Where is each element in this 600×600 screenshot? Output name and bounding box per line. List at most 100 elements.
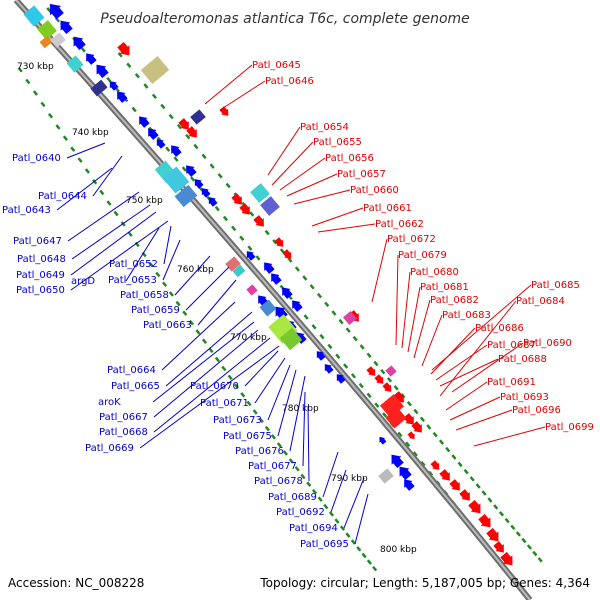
track-dot (475, 483, 481, 489)
map-title: Pseudoalteromonas atlantica T6c, complet… (100, 11, 470, 27)
gene-feature-block (23, 5, 45, 27)
gene-feature-block (37, 20, 57, 40)
track-dot (134, 241, 140, 248)
track-dot (201, 153, 207, 160)
track-dot (352, 335, 358, 342)
track-dot (526, 544, 532, 550)
forward-gene-arrow (407, 431, 415, 440)
track-dot (532, 550, 538, 557)
reverse-gene-arrow (49, 3, 64, 20)
forward-gene-label: Patl_0696 (512, 405, 561, 416)
reverse-gene-arrow (391, 454, 404, 469)
reverse-gene-label: Patl_0670 (190, 381, 239, 392)
track-dot (294, 266, 300, 272)
track-dot (356, 546, 362, 552)
forward-gene-label: Patl_0691 (487, 377, 536, 388)
forward-gene-arrow (253, 215, 264, 227)
reverse-gene-label: Patl_0673 (213, 415, 262, 426)
leader-line (162, 239, 181, 281)
track-dot (25, 78, 31, 85)
track-dot (537, 557, 543, 563)
forward-gene-arrow (478, 513, 491, 528)
accession-text: Accession: NC_008228 (8, 576, 144, 590)
forward-gene-label: Patl_0685 (531, 280, 580, 291)
track-dot (182, 310, 188, 316)
reverse-gene-arrow (148, 128, 159, 140)
forward-gene-label: Patl_0672 (387, 234, 436, 245)
reverse-gene-arrow (324, 364, 334, 374)
track-dot (380, 368, 386, 375)
track-dot (343, 363, 349, 369)
leader-line (413, 299, 431, 359)
track-dot (350, 373, 357, 379)
track-dot (222, 215, 229, 222)
track-dot (134, 72, 140, 79)
track-dot (227, 374, 233, 381)
reverse-gene-arrow (404, 479, 415, 491)
reverse-gene-labels: Patl_0640Patl_0644Patl_0643Patl_0647Patl… (2, 153, 349, 550)
gene-feature-block (378, 468, 394, 484)
track-dot (319, 333, 325, 340)
track-dot (504, 517, 510, 524)
track-dot (264, 229, 270, 236)
track-dot (151, 93, 157, 100)
track-dot (338, 318, 344, 325)
track-dot (106, 76, 112, 83)
reverse-gene-label: Patl_0675 (223, 431, 272, 442)
track-dot (311, 489, 318, 495)
track-dot (173, 156, 179, 162)
track-dot (106, 200, 112, 206)
reverse-gene-label: Patl_0676 (235, 446, 284, 457)
forward-gene-label: Patl_0655 (313, 137, 362, 148)
track-dot (225, 182, 231, 189)
leader-line (161, 301, 236, 371)
kbp-tick-label: 790 kbp (331, 474, 368, 484)
leader-line (421, 314, 443, 367)
track-dot (272, 239, 278, 245)
track-dot (162, 281, 168, 288)
track-dot (233, 383, 240, 389)
track-dot (309, 284, 315, 290)
reverse-gene-arrow (109, 81, 119, 91)
reverse-gene-label: Patl_0643 (2, 205, 51, 216)
leader-line (473, 426, 546, 447)
reverse-gene-arrow (264, 262, 275, 274)
track-dot (397, 431, 403, 438)
track-dot (302, 275, 308, 281)
kbp-tick-label: 730 kbp (17, 62, 54, 72)
track-dot (481, 490, 487, 496)
track-dot (62, 135, 68, 141)
track-dot (438, 439, 445, 445)
gene-feature-block (379, 394, 405, 418)
leader-line (307, 405, 310, 482)
track-dot (185, 133, 191, 140)
leader-line (289, 375, 306, 452)
reverse-gene-label: Patl_0692 (276, 507, 325, 518)
track-dot (264, 425, 270, 432)
reverse-gene-label: Patl_0665 (111, 381, 160, 392)
leader-line (267, 126, 301, 176)
track-dot (498, 511, 505, 517)
leader-line (153, 329, 259, 418)
reverse-gene-arrow (186, 165, 197, 177)
track-dot (303, 314, 309, 320)
track-dot (247, 245, 253, 251)
track-dot (77, 157, 83, 163)
reverse-gene-label: Patl_0677 (248, 461, 297, 472)
leader-line (254, 357, 286, 404)
reverse-gene-arrow (171, 145, 182, 157)
track-dot (426, 424, 432, 430)
forward-gene-arrow (231, 193, 242, 205)
track-dot (131, 106, 137, 113)
track-dot (405, 441, 411, 447)
reverse-gene-arrow (246, 251, 256, 261)
track-dot (339, 525, 346, 531)
track-dot (84, 168, 90, 174)
reverse-gene-arrow (379, 436, 387, 445)
reverse-gene-label: Patl_0664 (107, 365, 156, 376)
leader-line (430, 327, 476, 375)
track-dot (324, 301, 330, 308)
forward-gene-arrow (366, 366, 376, 376)
leader-line (401, 271, 411, 349)
